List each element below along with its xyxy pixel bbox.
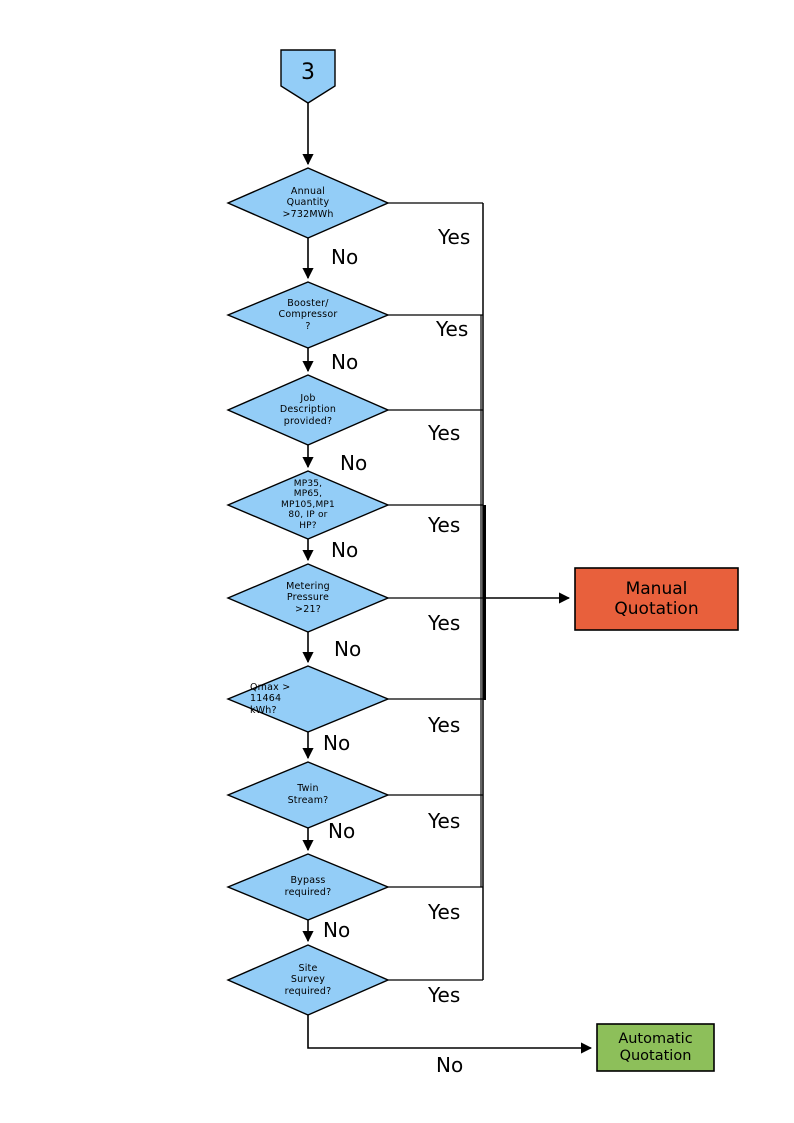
decision-shape-site-survey bbox=[226, 944, 390, 1016]
edge-label-yes-bypass: Yes bbox=[428, 900, 461, 924]
decision-shape-twin-stream bbox=[226, 761, 390, 829]
decision-shape-qmax bbox=[226, 665, 390, 733]
edge-label-yes-annual: Yes bbox=[438, 225, 471, 249]
edge-label-no-bypass: No bbox=[323, 918, 351, 942]
edge-label-no-metering: No bbox=[334, 637, 362, 661]
edge-label-yes-site: Yes bbox=[428, 983, 461, 1007]
edge-label-yes-mp: Yes bbox=[428, 513, 461, 537]
decision-shape-booster-compressor bbox=[226, 281, 390, 349]
decision-shape-metering-pressure bbox=[226, 563, 390, 633]
edge-label-no-site: No bbox=[436, 1053, 464, 1077]
outcome-shape-automatic bbox=[596, 1023, 715, 1072]
edge-label-no-twin: No bbox=[328, 819, 356, 843]
edge-label-yes-twin: Yes bbox=[428, 809, 461, 833]
entry-connector-shape bbox=[280, 49, 336, 104]
edge-label-no-qmax: No bbox=[323, 731, 351, 755]
decision-shape-mp-type bbox=[226, 470, 390, 540]
edge-label-yes-job: Yes bbox=[428, 421, 461, 445]
edge-label-yes-qmax: Yes bbox=[428, 713, 461, 737]
edge-label-yes-booster: Yes bbox=[436, 317, 469, 341]
decision-shape-job-description bbox=[226, 374, 390, 446]
edge-label-no-annual: No bbox=[331, 245, 359, 269]
edge-label-no-mp: No bbox=[331, 538, 359, 562]
outcome-shape-manual bbox=[574, 567, 739, 631]
edge-no-site-to-automatic bbox=[307, 1015, 593, 1054]
edge-label-no-job: No bbox=[340, 451, 368, 475]
decision-shape-annual-quantity bbox=[226, 167, 390, 239]
decision-shape-bypass bbox=[226, 853, 390, 921]
edge-label-no-booster: No bbox=[331, 350, 359, 374]
edge-label-yes-metering: Yes bbox=[428, 611, 461, 635]
